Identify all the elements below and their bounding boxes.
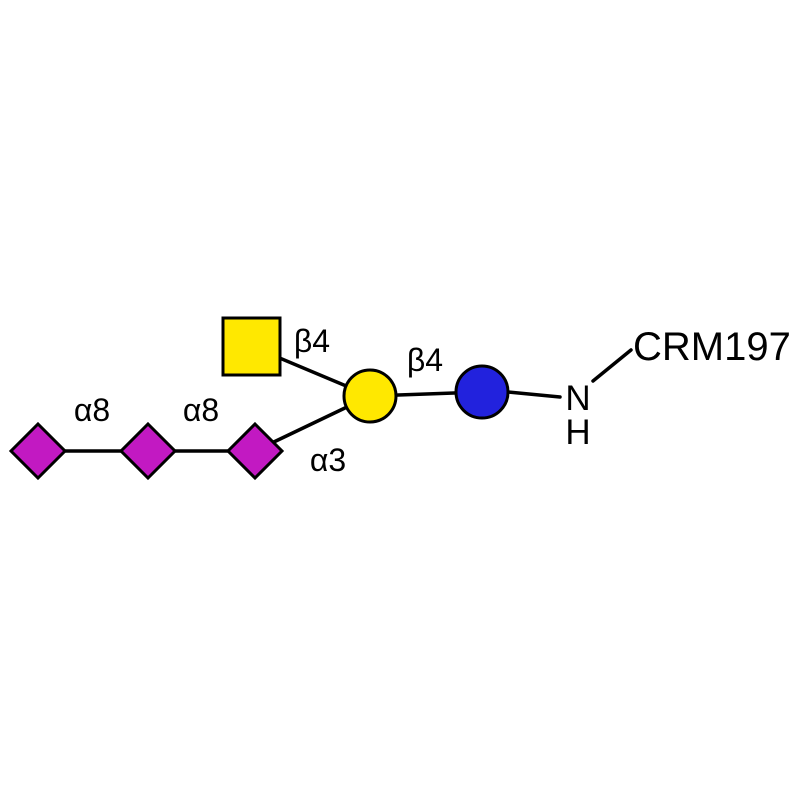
gal-circle (342, 368, 398, 424)
neu5ac-diamond-2 (118, 421, 178, 481)
linkage-labels: α8 α8 α3 β4 β4 (74, 323, 443, 478)
linkage-label-beta4-square: β4 (294, 323, 330, 359)
neu5ac-diamond-3 (225, 421, 285, 481)
monosaccharide-nodes (8, 316, 510, 481)
linkage-label-alpha8-2: α8 (183, 392, 219, 428)
amine-nitrogen-label: N (565, 379, 590, 418)
bond-amine-protein (591, 348, 633, 383)
linkage-label-alpha3: α3 (310, 442, 346, 478)
amine-hydrogen-label: H (565, 413, 590, 452)
conjugation-labels: N H CRM197 (565, 325, 790, 452)
carrier-protein-label: CRM197 (633, 325, 791, 369)
glc-circle (454, 364, 510, 420)
linkage-label-beta4-circle: β4 (407, 342, 443, 378)
linkage-label-alpha8-1: α8 (74, 392, 110, 428)
galnac-square (221, 316, 282, 377)
neu5ac-diamond-1 (8, 421, 68, 481)
bond-glc-amine (506, 390, 562, 399)
